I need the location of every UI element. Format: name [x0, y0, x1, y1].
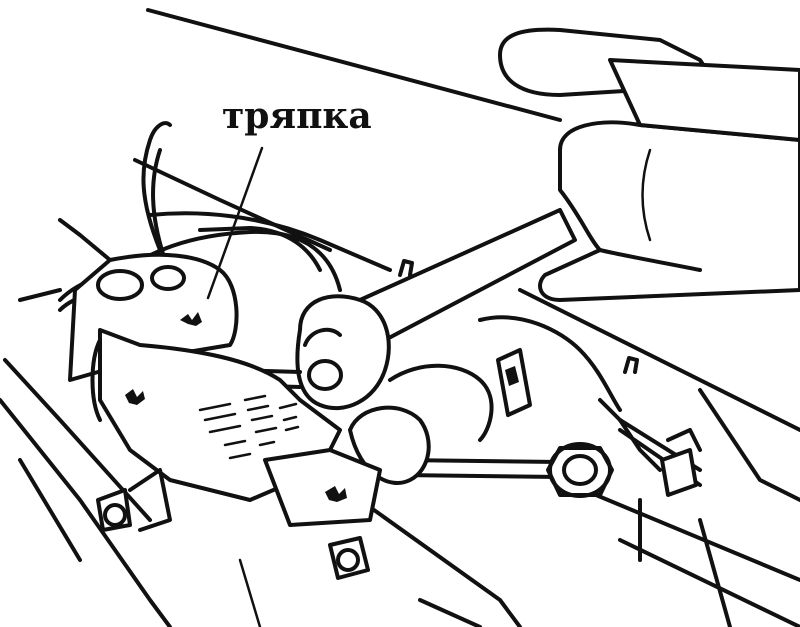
- callout-leader-line: [206, 146, 264, 300]
- callout-label: тряпка: [222, 95, 372, 137]
- pipe-fittings: [96, 265, 614, 580]
- engine-body-outline: [0, 8, 800, 627]
- plate-markings: [125, 312, 347, 502]
- hand-illustration: [498, 27, 800, 302]
- electrical-connectors: [398, 259, 702, 497]
